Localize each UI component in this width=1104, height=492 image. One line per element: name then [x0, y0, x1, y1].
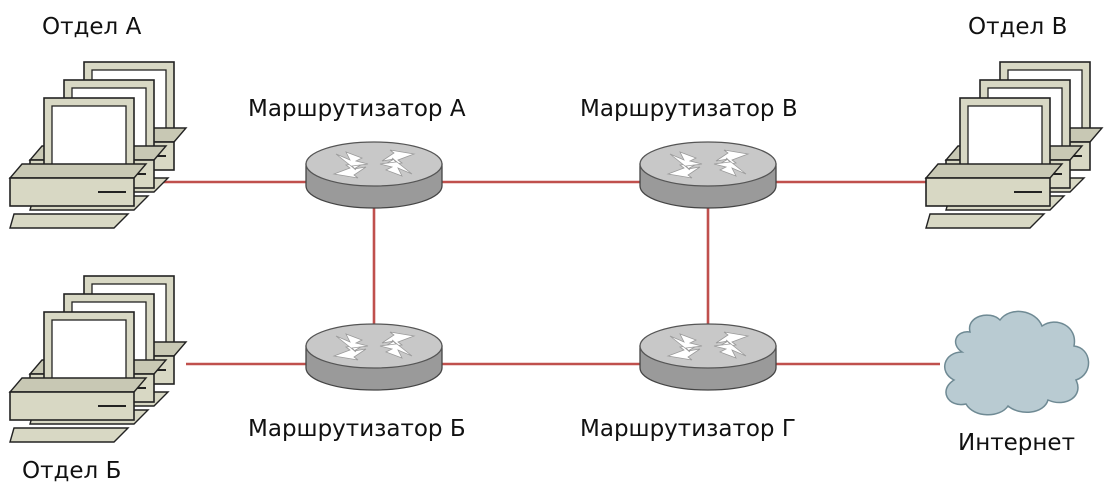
router-v-icon	[639, 141, 777, 209]
dept-a-computers	[9, 61, 187, 229]
router-g-icon	[639, 323, 777, 391]
router-g-label: Маршрутизатор Г	[580, 416, 796, 442]
dept-b-computers	[9, 275, 187, 443]
dept-v-label: Отдел В	[968, 14, 1068, 40]
router-b-icon	[305, 323, 443, 391]
dept-a-label: Отдел А	[42, 14, 142, 40]
dept-v-computers	[925, 61, 1103, 229]
router-v-label: Маршрутизатор В	[580, 96, 798, 122]
internet-cloud-icon	[944, 310, 1090, 416]
internet-label: Интернет	[958, 430, 1075, 456]
router-b-label: Маршрутизатор Б	[248, 416, 466, 442]
links	[146, 180, 940, 366]
dept-b-label: Отдел Б	[22, 458, 122, 484]
router-a-icon	[305, 141, 443, 209]
router-a-label: Маршрутизатор А	[248, 96, 466, 122]
